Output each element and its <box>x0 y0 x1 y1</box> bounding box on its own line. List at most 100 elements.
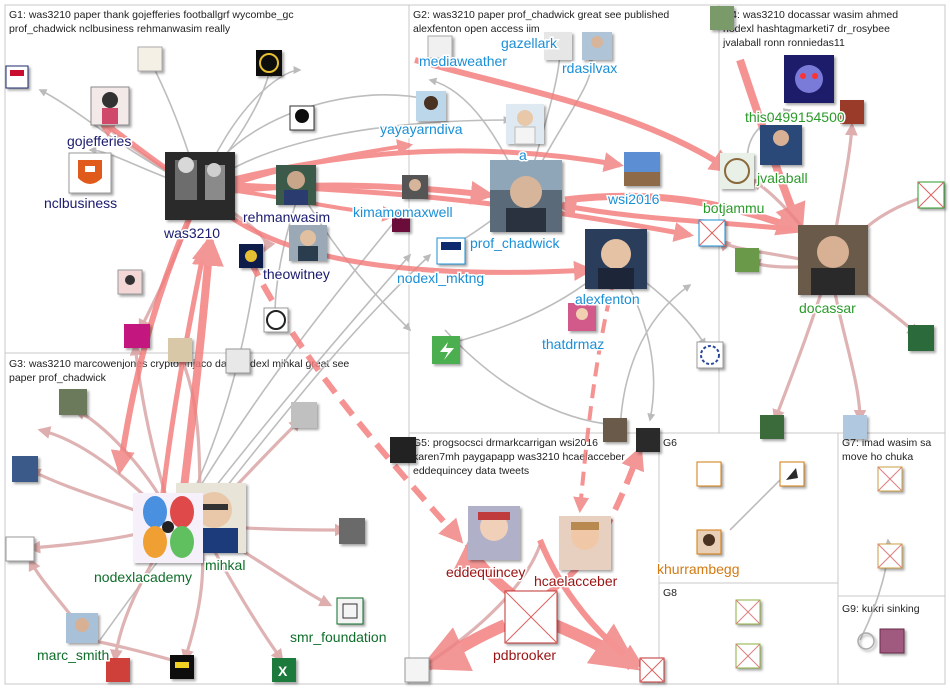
node-this0499154500[interactable] <box>784 55 834 103</box>
edge <box>271 189 301 317</box>
edge <box>414 57 734 173</box>
node-gazellark[interactable] <box>544 32 572 60</box>
g4-label-line3: jvalaball ronn ronniedas11 <box>722 37 845 49</box>
node-rehmanwasim[interactable] <box>276 165 316 205</box>
node-small-g3-2[interactable] <box>12 456 38 482</box>
node-wsi2016[interactable] <box>624 152 660 186</box>
label-gazellark: gazellark <box>501 35 558 51</box>
node-small-g4-landscape[interactable] <box>735 248 759 272</box>
g5-label-line2: karen7mh paygapapp was3210 hcaelacceber <box>413 451 625 463</box>
node-missing-image-g2-x2 <box>698 219 726 247</box>
g5-label-line3: eddequincey data tweets <box>413 465 529 477</box>
label-theowitney: theowitney <box>263 266 330 282</box>
label-hcaelacceber: hcaelacceber <box>534 573 618 589</box>
group-labels: G1: was3210 paper thank gojefferies foot… <box>9 9 931 615</box>
edge <box>444 329 617 429</box>
node-small-g4-red[interactable] <box>840 100 864 124</box>
node-small-grf-ball <box>295 109 309 123</box>
node-small-g3-3[interactable] <box>291 402 317 428</box>
node-small-badge-mark <box>245 250 257 262</box>
node-rdasilvax[interactable] <box>582 32 612 60</box>
group-box-g9 <box>837 595 946 685</box>
group-box-g8 <box>658 582 839 685</box>
node-marc_smith[interactable] <box>66 613 98 643</box>
node-small-g4-portrait-2[interactable] <box>760 415 784 439</box>
node-nodexlacademy[interactable] <box>133 493 203 563</box>
node-small-g4-top[interactable] <box>710 6 734 30</box>
group-boxes <box>4 4 946 685</box>
node-small-sketch[interactable] <box>137 46 163 72</box>
label-docassar: docassar <box>799 300 856 316</box>
g2-label: G2: was3210 paper prof_chadwick great se… <box>413 9 669 21</box>
node-missing-image-g8-2-x2 <box>735 643 761 669</box>
node-eddequincey[interactable] <box>468 506 520 560</box>
edge <box>199 253 432 521</box>
edge <box>552 619 640 671</box>
node-small-bu-ring <box>259 53 279 73</box>
label-prof_chadwick: prof_chadwick <box>470 235 560 251</box>
node-small-excel[interactable] <box>272 658 296 682</box>
label-pdbrooker: pdbrooker <box>493 647 556 663</box>
node-khurrambegg[interactable] <box>696 529 722 555</box>
node-nclbusiness[interactable] <box>68 152 112 194</box>
node-small-g3-5[interactable] <box>168 338 192 362</box>
label-marc_smith: marc_smith <box>37 647 109 663</box>
node-small-g4-portrait-3[interactable] <box>843 415 867 439</box>
node-prof_chadwick[interactable] <box>490 160 562 232</box>
node-small-g3-6[interactable] <box>106 658 130 682</box>
node-small-g5-dark[interactable] <box>636 428 660 452</box>
node-small-pink[interactable] <box>124 324 150 348</box>
label-botjammu: botjammu <box>703 200 764 216</box>
edge <box>619 284 692 441</box>
label-mihkal: mihkal <box>205 557 245 573</box>
node-small-g4-portrait[interactable] <box>908 325 934 351</box>
g3-label-line2: paper prof_chadwick <box>9 372 107 384</box>
node-small-g3-1[interactable] <box>59 389 87 415</box>
label-a: a <box>519 147 527 163</box>
node-yayayarndiva[interactable] <box>416 91 446 121</box>
g1-label: G1: was3210 paper thank gojefferies foot… <box>9 9 294 21</box>
node-nodexl_mktng[interactable] <box>436 237 466 265</box>
node-smr_foundation[interactable] <box>336 597 364 625</box>
node-alexfenton[interactable] <box>585 229 647 289</box>
node-hcaelacceber[interactable] <box>559 516 611 570</box>
g9-label: G9: kukri sinking <box>842 603 920 615</box>
node-small-g5-doc[interactable] <box>404 657 430 683</box>
node-small-football-ball <box>266 310 286 330</box>
node-small-g3-4[interactable] <box>339 518 365 544</box>
node-was3210[interactable] <box>165 152 235 220</box>
node-small-flag-mark <box>10 70 24 76</box>
edge <box>176 233 224 521</box>
node-missing-image-g7-1-x2 <box>877 466 903 492</box>
label-jvalaball: jvalaball <box>756 170 808 186</box>
node-small-nodexl-g3[interactable] <box>5 536 35 562</box>
node-kimamomaxwell[interactable] <box>402 175 428 199</box>
node-small-flag[interactable] <box>5 65 29 89</box>
node-botjammu[interactable] <box>720 153 754 189</box>
node-thatdrmaz[interactable] <box>568 303 596 331</box>
label-nodexl_mktng: nodexl_mktng <box>397 270 484 286</box>
edge <box>229 188 399 222</box>
node-pdbrooker[interactable] <box>504 590 558 644</box>
node-small-g5-portrait[interactable] <box>603 418 627 442</box>
label-rehmanwasim: rehmanwasim <box>243 209 330 225</box>
node-small-doc[interactable] <box>225 348 251 374</box>
label-alexfenton: alexfenton <box>575 291 640 307</box>
node-a[interactable] <box>506 104 544 145</box>
edge <box>556 198 801 233</box>
g6-label: G6 <box>663 437 677 449</box>
label-nclbusiness: nclbusiness <box>44 195 117 211</box>
node-small-g9[interactable] <box>879 628 905 654</box>
node-gojefferies[interactable] <box>90 86 130 126</box>
label-this0499154500: this0499154500 <box>745 109 845 125</box>
node-small-g5-script[interactable] <box>390 437 416 463</box>
node-jvalaball[interactable] <box>760 125 802 165</box>
node-small-maroon[interactable] <box>392 210 410 232</box>
node-small-g6-1[interactable] <box>696 461 722 487</box>
label-eddequincey: eddequincey <box>446 564 525 580</box>
node-docassar[interactable] <box>798 225 868 295</box>
node-theowitney[interactable] <box>289 225 327 261</box>
g1-label-line2: prof_chadwick nclbusiness rehmanwasim re… <box>9 23 231 35</box>
g4-label-line2: nodexl hashtagmarketi7 dr_rosybee <box>723 23 890 35</box>
node-mediaweather[interactable] <box>427 35 453 59</box>
